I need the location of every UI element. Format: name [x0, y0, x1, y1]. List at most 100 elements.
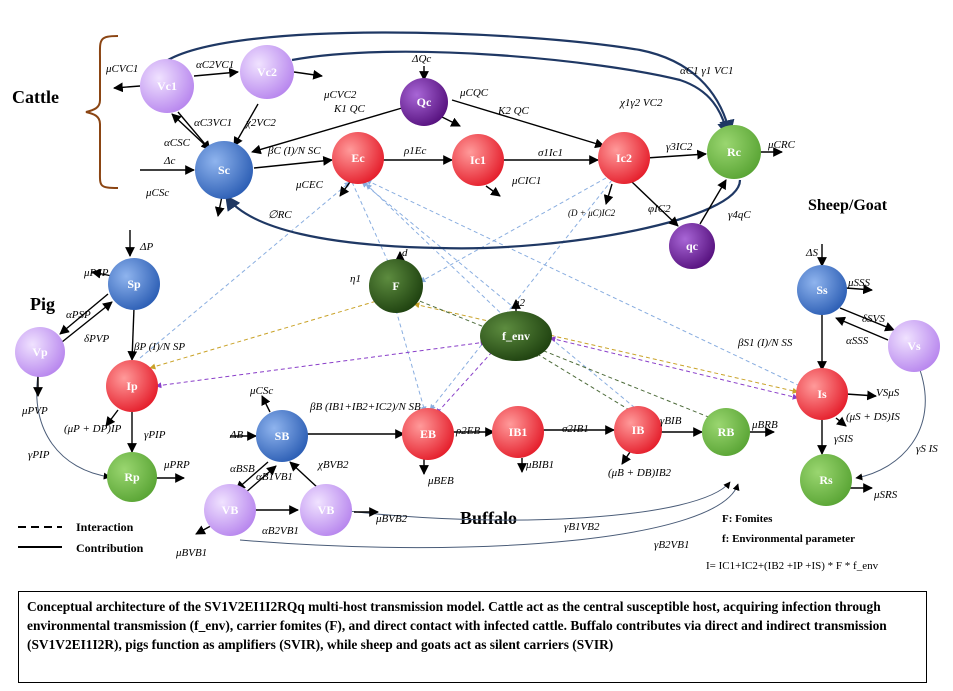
group-title-cattle: Cattle [12, 87, 59, 107]
legend-env: f: Environmental parameter [722, 533, 855, 545]
label-beta-p: βP (I)/N SP [133, 341, 185, 353]
arrow-vp-sp [61, 301, 113, 343]
curve-rc-sc [225, 179, 742, 250]
label-chi1-g2-vc2: χ1γ2 VC2 [619, 97, 663, 109]
dash-ec-f [351, 181, 391, 267]
arrow-sc-ec [253, 156, 333, 169]
label-delta-p: ΔP [139, 241, 153, 253]
node-sb-label: SB [275, 429, 290, 443]
legend-fomites: F: Fomites [722, 513, 773, 525]
label-sigma1-ic1: σ1Ic1 [538, 147, 563, 159]
node-sp [108, 258, 160, 310]
arrow-ic2-out [603, 183, 614, 205]
node-sc-label: Sc [218, 163, 231, 177]
arrow-is-out2 [835, 416, 847, 427]
arrow-qc-sc [251, 107, 403, 155]
node-ib-label: IB [632, 423, 645, 437]
label-phi-ic2: φIC2 [648, 203, 671, 215]
node-vs-label: Vs [907, 339, 921, 353]
label-mu-c-qc: μCQC [459, 87, 489, 99]
node-sp-label: Sp [127, 277, 141, 291]
label-rho2-eb: ρ2EB [455, 425, 480, 437]
dash-fenv-eb-purple [435, 351, 493, 415]
label-gamma4-qc: γ4qC [728, 209, 751, 221]
dash-fenv-ec [365, 183, 511, 323]
label-a-c-sc: αCSC [164, 137, 191, 149]
arrow-vc2-sc [233, 103, 259, 147]
node-f-label: F [392, 279, 399, 293]
label-a-p-sp: αPSP [66, 309, 91, 321]
arrow-vc1-out [113, 82, 141, 93]
arrow-sc-vc1 [171, 113, 207, 147]
arrow-vc1-vc2 [193, 67, 239, 78]
label-beta-c: βC (I)/N SC [267, 145, 321, 157]
node-vp-label: Vp [32, 345, 48, 359]
arrow-qc-rc [699, 179, 727, 225]
interaction-lines [139, 177, 801, 421]
label-gamma-s-is-right: γS IS [916, 443, 938, 455]
figure-caption: Conceptual architecture of the SV1V2EI1I… [18, 591, 927, 683]
dash-ip-f-orange [149, 298, 381, 370]
node-is-label: Is [817, 387, 827, 401]
label-gamma3-ic2: γ3IC2 [666, 141, 693, 153]
label-a-c3-vc1: αC3VC1 [194, 117, 232, 129]
dash-f-eb [395, 309, 427, 413]
label-k2-qc: K2 QC [497, 105, 530, 117]
label-mu-b-eb: μBEB [427, 475, 454, 487]
node-ip-label: Ip [126, 379, 138, 393]
label-gamma-b-ib: γBIB [660, 415, 682, 427]
label-gamma-b1-vb2: γB1VB2 [564, 521, 600, 533]
node-f-env-label: f_env [502, 329, 530, 343]
node-rc [707, 125, 761, 179]
dash-fenv-ip-purple [155, 339, 487, 389]
nodes: Vc1 Vc2 Qc Sc Ec Ic1 Ic2 Rc qc F f_env S… [15, 45, 940, 536]
label-mu-s-ss: μSSS [847, 277, 871, 289]
node-rp-label: Rp [124, 470, 140, 484]
label-gamma-p-ip-left: γPIP [28, 449, 50, 461]
label-mu-b-vb2: μBVB2 [375, 513, 408, 525]
node-ip [106, 360, 158, 412]
legend: Interaction Contribution F: Fomites f: E… [18, 513, 879, 572]
node-vb1-label: VB [222, 503, 239, 517]
node-ib [614, 406, 662, 454]
label-gamma-s-is: γSIS [834, 433, 853, 445]
label-mu-s-rs: μSRS [873, 489, 898, 501]
label-beta-s1: βS1 (I)/N SS [737, 337, 793, 349]
arrow-ic2-qc [631, 181, 679, 227]
node-ss-label: Ss [816, 283, 828, 297]
label-mu-d-ib2: (μB + DB)IB2 [608, 467, 672, 479]
transmission-diagram: Cattle Pig Sheep/Goat Buffalo [12, 31, 940, 572]
rate-labels: μCVC1 αC2VC1 αC3VC1 χ2VC2 αCSC Δc μCSc μ… [21, 53, 938, 559]
arrow-sb-out [261, 395, 271, 413]
label-mu-p-rp: μPRP [163, 459, 190, 471]
node-vp [15, 327, 65, 377]
node-ib1-label: IB1 [509, 425, 528, 439]
arrow-sp-vp [59, 293, 109, 335]
label-mu-p-vp: μPVP [21, 405, 48, 417]
node-f [369, 259, 423, 313]
label-k1-qc: K1 QC [333, 103, 366, 115]
node-rc-label: Rc [727, 145, 742, 159]
curve-vs-rs [855, 369, 926, 481]
legend-contribution: Contribution [76, 541, 144, 555]
node-rb [702, 408, 750, 456]
node-qc-label: Qc [417, 95, 432, 109]
cattle-brace [85, 35, 119, 189]
label-a-c1-g1-vc1: αC1 γ1 VC1 [680, 65, 734, 77]
curve-vb1-rb [239, 483, 740, 549]
label-delta-s: ΔS [805, 247, 818, 259]
node-qc-small [669, 223, 715, 269]
label-phi-rc: ∅RC [268, 209, 292, 221]
node-ic2 [598, 132, 650, 184]
node-ec-label: Ec [351, 151, 365, 165]
node-ec [332, 132, 384, 184]
node-vc1 [140, 59, 194, 113]
label-d: d [402, 247, 408, 259]
label-a-b2-vb1: αB2VB1 [262, 525, 299, 537]
label-mu-c-sc-b: μCSc [249, 385, 273, 397]
arrow-is-out [845, 390, 877, 401]
node-rs-label: Rs [819, 473, 833, 487]
curve-vc1-rc [167, 31, 735, 136]
legend-formula: I= IC1+IC2+(IB2 +IP +IS) * F * f_env [706, 560, 879, 572]
label-vs-mu-s: VSμS [876, 387, 900, 399]
